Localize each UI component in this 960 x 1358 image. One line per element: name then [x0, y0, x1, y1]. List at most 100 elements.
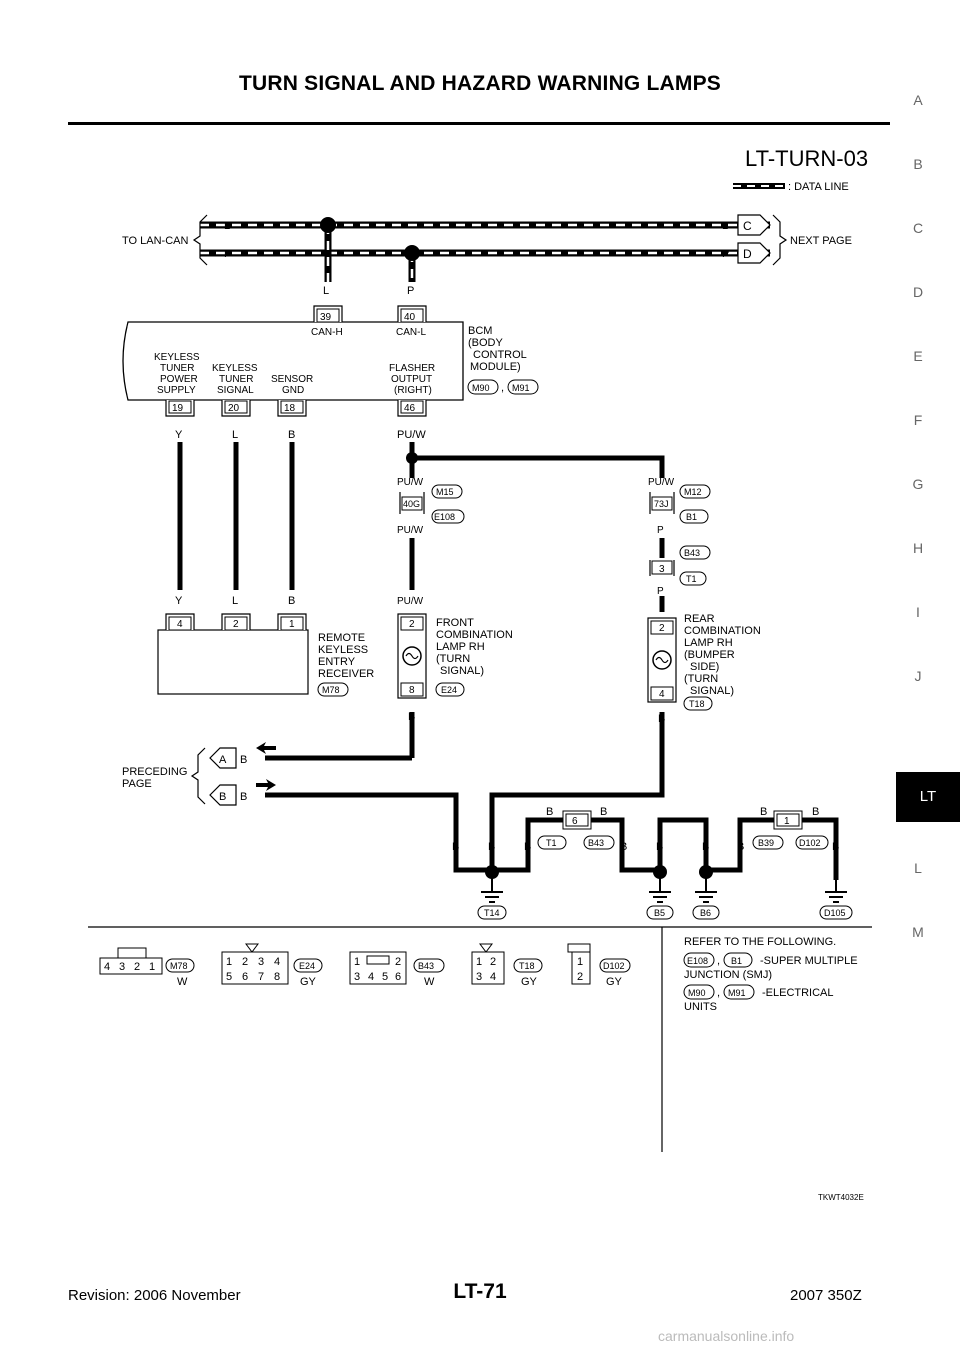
- splice-dot: [404, 245, 420, 261]
- svg-text:PRECEDING: PRECEDING: [122, 766, 187, 778]
- svg-text:L: L: [224, 220, 230, 232]
- ground-t14: T14: [477, 865, 507, 920]
- svg-text:8: 8: [409, 685, 415, 696]
- svg-text:2: 2: [395, 956, 401, 968]
- bcm-module: 39 40 CAN-H CAN-L KEYLESS TUNER POWER SU…: [122, 305, 464, 417]
- svg-text:T1: T1: [546, 838, 557, 848]
- svg-text:CAN-L: CAN-L: [396, 327, 426, 338]
- svg-text:73J: 73J: [654, 499, 669, 509]
- svg-text:B43: B43: [588, 838, 604, 848]
- svg-text:W: W: [177, 976, 188, 988]
- svg-text:T14: T14: [484, 908, 500, 918]
- next-page-label: NEXT PAGE: [790, 235, 852, 247]
- footer-revision: Revision: 2006 November: [68, 1287, 241, 1304]
- svg-text:P: P: [224, 248, 231, 260]
- side-tab-g[interactable]: G: [912, 476, 924, 492]
- svg-text:REMOTE: REMOTE: [318, 632, 365, 644]
- svg-text:BCM: BCM: [468, 325, 492, 337]
- svg-text:D: D: [743, 247, 752, 261]
- svg-text:B: B: [760, 806, 767, 818]
- connector-view-b43: 1 2 3 4 5 6 B43 W: [349, 951, 445, 988]
- can-data-lines: [200, 221, 770, 282]
- side-tab-b[interactable]: B: [913, 156, 923, 172]
- svg-text:T1: T1: [686, 574, 697, 584]
- svg-text:E108: E108: [687, 956, 708, 966]
- svg-text:B: B: [240, 791, 247, 803]
- side-tab-d[interactable]: D: [912, 284, 924, 300]
- side-tab-l[interactable]: L: [914, 860, 922, 876]
- preceding-connector-a[interactable]: A: [209, 747, 237, 769]
- rear-combination-lamp: 2 4 REAR COMBINATION LAMP RH (BUMPER SID…: [647, 613, 761, 725]
- svg-text:POWER: POWER: [160, 374, 198, 385]
- svg-text:B43: B43: [684, 548, 700, 558]
- preceding-connector-b[interactable]: B: [209, 784, 237, 806]
- svg-text:B43: B43: [418, 961, 434, 971]
- svg-text:E24: E24: [441, 685, 457, 695]
- svg-text:3: 3: [659, 564, 665, 575]
- svg-text:(TURN: (TURN: [436, 653, 470, 665]
- svg-text:E108: E108: [434, 512, 455, 522]
- svg-text:MODULE): MODULE): [470, 361, 521, 373]
- front-combination-lamp: PU/W 2 8 FRONT COMBINATION LAMP RH (TURN…: [397, 596, 513, 723]
- footer-page-number: LT-71: [453, 1280, 507, 1303]
- svg-text:M12: M12: [684, 487, 702, 497]
- svg-text:1: 1: [577, 956, 583, 968]
- side-tab-f[interactable]: F: [913, 412, 923, 428]
- svg-text:KEYLESS: KEYLESS: [318, 644, 368, 656]
- svg-text:M15: M15: [436, 487, 454, 497]
- svg-text:19: 19: [172, 403, 184, 414]
- svg-text:B: B: [832, 841, 839, 853]
- connector-view-d102: 1 2 D102 GY: [567, 943, 631, 988]
- svg-text:(BUMPER: (BUMPER: [684, 649, 735, 661]
- svg-text:3: 3: [354, 971, 360, 983]
- svg-text:B: B: [240, 754, 247, 766]
- svg-text:COMBINATION: COMBINATION: [684, 625, 761, 637]
- svg-text:SUPPLY: SUPPLY: [157, 385, 196, 396]
- svg-text:20: 20: [228, 403, 240, 414]
- svg-text:B1: B1: [686, 512, 697, 522]
- joint-connector-73j: PU/W 73J M12 B1 P: [648, 477, 711, 536]
- refer-block: REFER TO THE FOLLOWING. E108 , B1 -SUPER…: [683, 936, 858, 1013]
- side-tab-m[interactable]: M: [912, 924, 924, 940]
- svg-text:D105: D105: [824, 908, 846, 918]
- svg-text:T18: T18: [689, 699, 705, 709]
- bcm-pin-39: 39: [313, 305, 343, 323]
- svg-text:6: 6: [242, 971, 248, 983]
- svg-text:B: B: [546, 806, 553, 818]
- next-page-connector-c[interactable]: C: [737, 214, 771, 236]
- svg-text:-ELECTRICAL: -ELECTRICAL: [762, 987, 834, 999]
- connector-tag-m91[interactable]: M91: [507, 379, 539, 395]
- svg-text:FLASHER: FLASHER: [389, 363, 435, 374]
- bcm-pin-19: 19: [165, 400, 195, 417]
- svg-text:M90: M90: [472, 383, 490, 393]
- side-tab-h[interactable]: H: [912, 540, 924, 556]
- svg-text:4: 4: [368, 971, 374, 983]
- next-page-connector-d[interactable]: D: [737, 242, 771, 264]
- svg-text:PU/W: PU/W: [397, 429, 426, 441]
- svg-text:2: 2: [242, 956, 248, 968]
- side-tab-e[interactable]: E: [913, 348, 923, 364]
- side-tab-a[interactable]: A: [913, 92, 923, 108]
- side-tab-j[interactable]: J: [914, 668, 922, 684]
- svg-text:B: B: [219, 791, 226, 803]
- svg-text:D102: D102: [603, 961, 625, 971]
- side-tab-i[interactable]: I: [916, 604, 920, 620]
- svg-text:M78: M78: [170, 961, 188, 971]
- side-tab-lt-active[interactable]: LT: [896, 772, 960, 822]
- svg-text:CONTROL: CONTROL: [473, 349, 527, 361]
- title-divider: [68, 122, 890, 125]
- connector-tag-m90[interactable]: M90: [467, 379, 499, 395]
- side-tab-c[interactable]: C: [912, 220, 924, 236]
- svg-text:P: P: [657, 586, 664, 597]
- bcm-pin-20: 20: [221, 400, 251, 417]
- svg-text:1: 1: [149, 961, 155, 973]
- svg-text:4: 4: [659, 689, 665, 700]
- svg-text:ENTRY: ENTRY: [318, 656, 356, 668]
- svg-text:4: 4: [490, 971, 496, 983]
- svg-text:M91: M91: [728, 988, 746, 998]
- svg-text:6: 6: [395, 971, 401, 983]
- connector-view-e24: 1 2 3 4 5 6 7 8 E24 GY: [221, 943, 323, 988]
- svg-text:B: B: [658, 713, 665, 725]
- svg-text:,: ,: [501, 382, 504, 394]
- svg-text:2: 2: [233, 619, 239, 630]
